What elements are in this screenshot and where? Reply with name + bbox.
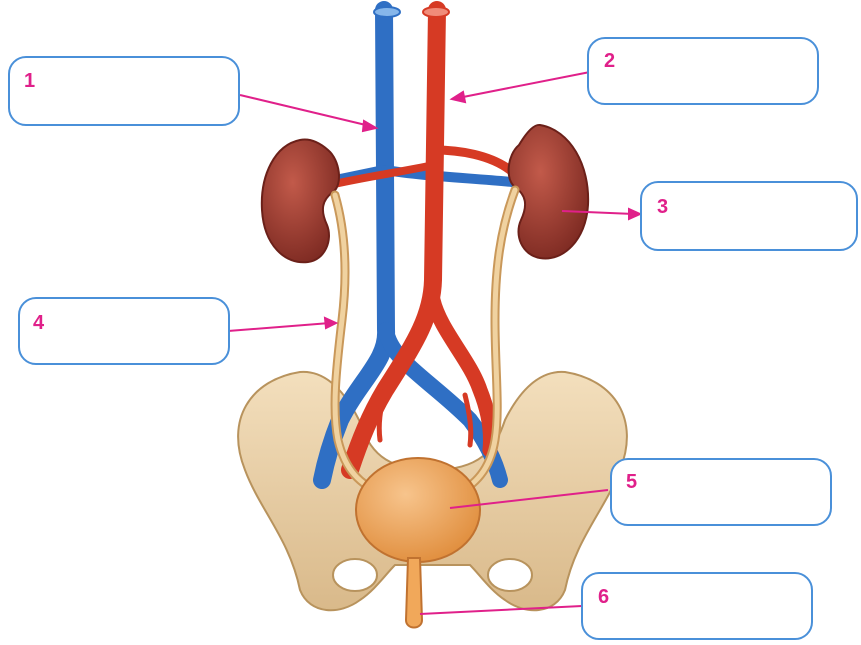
label-box-1[interactable] [8,56,240,126]
leader-line-6 [420,606,582,614]
label-box-2[interactable] [587,37,819,105]
leader-arrow-3 [629,209,640,219]
label-number-6: 6 [598,586,609,609]
urethra [406,558,422,628]
leader-line-2 [458,72,590,98]
label-box-4[interactable] [18,297,230,365]
leader-arrow-2 [452,92,465,102]
leader-line-1 [240,95,370,126]
leader-line-4 [228,323,330,331]
leader-arrow-1 [363,121,376,131]
label-number-4: 4 [33,312,44,335]
label-number-2: 2 [604,50,615,73]
label-number-1: 1 [24,70,35,93]
leader-arrow-4 [325,318,336,328]
right-kidney [509,125,589,259]
urinary-bladder [356,458,480,562]
label-number-5: 5 [626,471,637,494]
left-kidney [262,140,339,263]
label-box-3[interactable] [640,181,858,251]
label-box-6[interactable] [581,572,813,640]
label-box-5[interactable] [610,458,832,526]
label-number-3: 3 [657,196,668,219]
